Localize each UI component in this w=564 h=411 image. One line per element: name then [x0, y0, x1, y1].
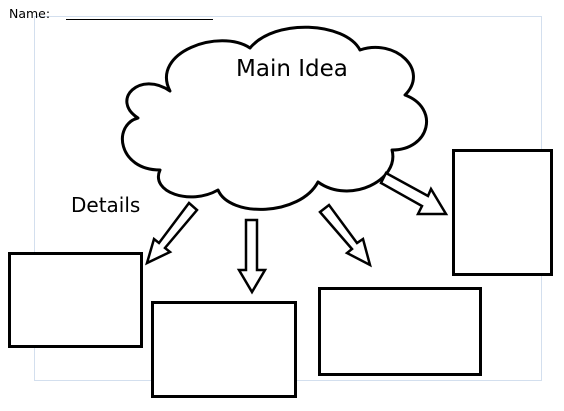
arrow-down-left-icon: [145, 201, 199, 266]
main-idea-label: Main Idea: [236, 56, 348, 82]
main-idea-cloud: [121, 25, 428, 211]
arrow-right-down-icon: [379, 171, 449, 216]
detail-box-1[interactable]: [8, 252, 143, 348]
arrow-down-right-icon: [318, 203, 372, 268]
detail-box-4[interactable]: [452, 149, 553, 276]
details-label: Details: [71, 193, 141, 217]
name-input-line[interactable]: [66, 19, 213, 20]
arrow-down-icon: [236, 218, 268, 295]
detail-box-2[interactable]: [151, 301, 297, 398]
name-label: Name:: [9, 6, 51, 21]
detail-box-3[interactable]: [318, 287, 482, 376]
